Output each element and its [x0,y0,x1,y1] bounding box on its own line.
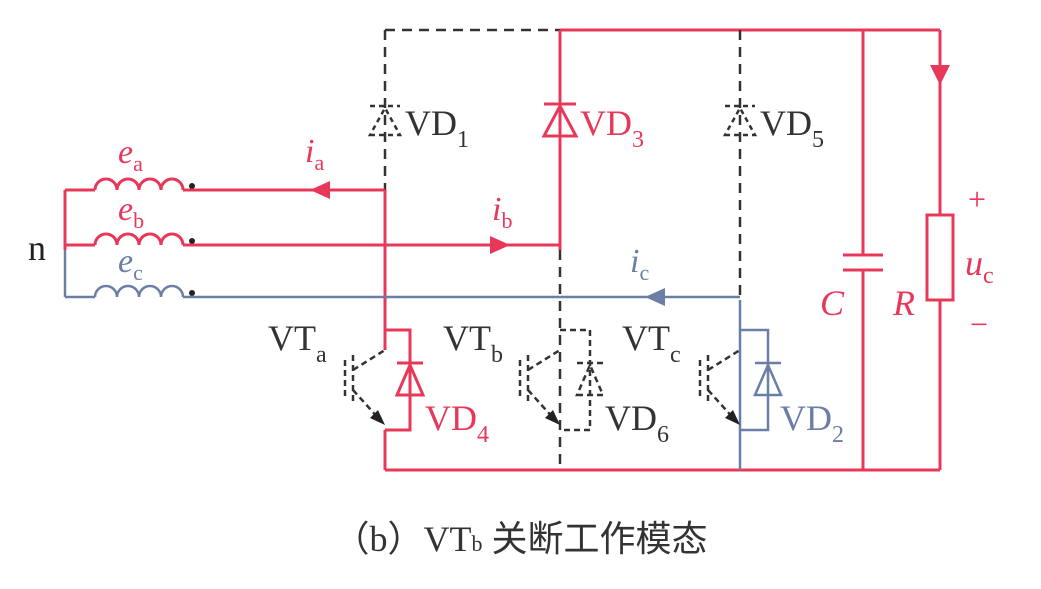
label-vta: VTa [268,318,327,368]
vta-emitter-arrow [370,410,385,425]
vd2-diode [753,361,783,397]
dot-b-icon [189,238,195,244]
vtc-emitter-arrow [725,410,740,425]
circuit-diagram: n ea eb ec ia ib ic VD1 VD3 VD5 VTa VTb … [28,28,994,472]
vd1-diode [367,104,403,137]
vd3-diode [541,102,579,138]
vd2-loop [740,328,770,432]
label-resistor: R [892,283,915,323]
winding-c [93,284,185,298]
label-vd1: VD1 [405,103,469,153]
label-ia: ia [305,133,324,175]
winding-a [93,177,185,191]
vd4-loop [385,328,412,432]
dot-a-icon [189,183,195,189]
label-uc: uc [965,243,994,289]
figure-caption: （b）VTb 关断工作模态 [333,519,708,559]
label-vd6: VD6 [605,398,669,448]
label-ib: ib [492,191,512,233]
label-eb: eb [118,191,144,233]
label-ea: ea [118,134,143,176]
label-vd4: VD4 [425,398,489,448]
vd4-diode [394,361,426,397]
ic-arrow-icon [645,288,665,306]
label-ec: ec [118,243,143,285]
label-vd3: VD3 [580,103,644,153]
label-vd2: VD2 [780,398,844,448]
resistor-body [925,213,955,302]
label-minus: − [970,306,988,342]
ia-arrow-icon [310,181,330,199]
winding-b [93,232,185,246]
ib-arrow-icon [490,236,510,254]
vtb-emitter-arrow [545,410,560,425]
label-vd5: VD5 [760,103,824,153]
label-ic: ic [630,243,649,285]
label-neutral: n [28,228,46,268]
label-vtc: VTc [622,318,681,368]
res-current-arrow [930,65,950,85]
vd5-diode [722,104,758,137]
label-plus: + [968,181,986,217]
label-capacitor: C [820,283,845,323]
vtb-igbt [518,328,605,432]
label-vtb: VTb [443,318,503,368]
dot-c-icon [189,290,195,296]
vtc-igbt [698,348,741,421]
vta-igbt [343,348,386,421]
